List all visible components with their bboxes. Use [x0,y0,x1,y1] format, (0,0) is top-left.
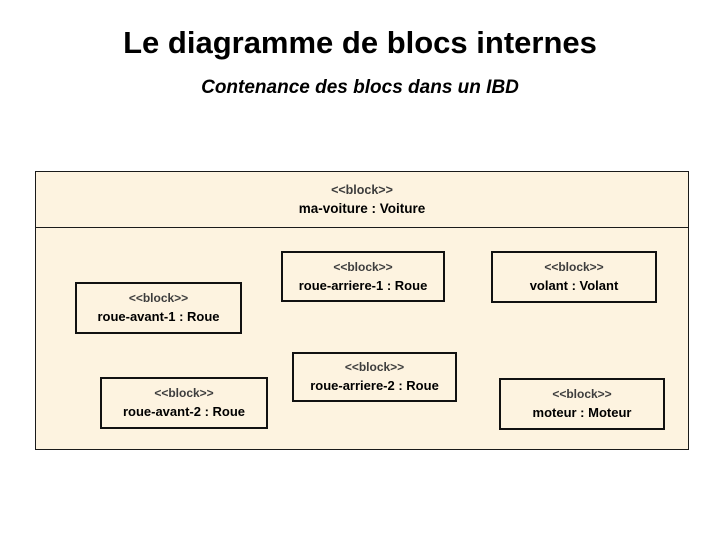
part-stereotype-label: <<block>> [544,260,604,275]
part-block-moteur[interactable]: <<block>> moteur : Moteur [499,378,665,430]
ibd-container-block: <<block>> ma-voiture : Voiture <<block>>… [35,171,689,450]
part-stereotype-label: <<block>> [333,259,393,274]
container-block-name: ma-voiture : Voiture [298,200,426,216]
part-block-roue-arriere-2[interactable]: <<block>> roue-arriere-2 : Roue [292,352,457,402]
page-subtitle: Contenance des blocs dans un IBD [201,77,519,98]
part-block-name: moteur : Moteur [532,405,632,421]
part-stereotype-label: <<block>> [128,291,189,306]
part-block-name: roue-arriere-2 : Roue [310,378,439,394]
ibd-parts-area: <<block>> roue-avant-1 : Roue <<block>> … [36,228,688,449]
part-block-name: roue-avant-2 : Roue [122,404,246,420]
page-title: Le diagramme de blocs internes [123,25,597,60]
part-block-name: volant : Volant [529,278,619,294]
part-block-name: roue-arriere-1 : Roue [298,277,428,293]
part-stereotype-label: <<block>> [344,360,405,375]
container-stereotype-label: <<block>> [331,182,393,197]
ibd-container-header: <<block>> ma-voiture : Voiture [36,172,688,228]
part-block-roue-arriere-1[interactable]: <<block>> roue-arriere-1 : Roue [281,251,445,302]
part-block-volant[interactable]: <<block>> volant : Volant [491,251,657,303]
part-block-roue-avant-1[interactable]: <<block>> roue-avant-1 : Roue [75,282,242,334]
part-stereotype-label: <<block>> [154,386,214,401]
part-block-name: roue-avant-1 : Roue [97,309,220,325]
part-stereotype-label: <<block>> [552,387,612,402]
part-block-roue-avant-2[interactable]: <<block>> roue-avant-2 : Roue [100,377,268,429]
